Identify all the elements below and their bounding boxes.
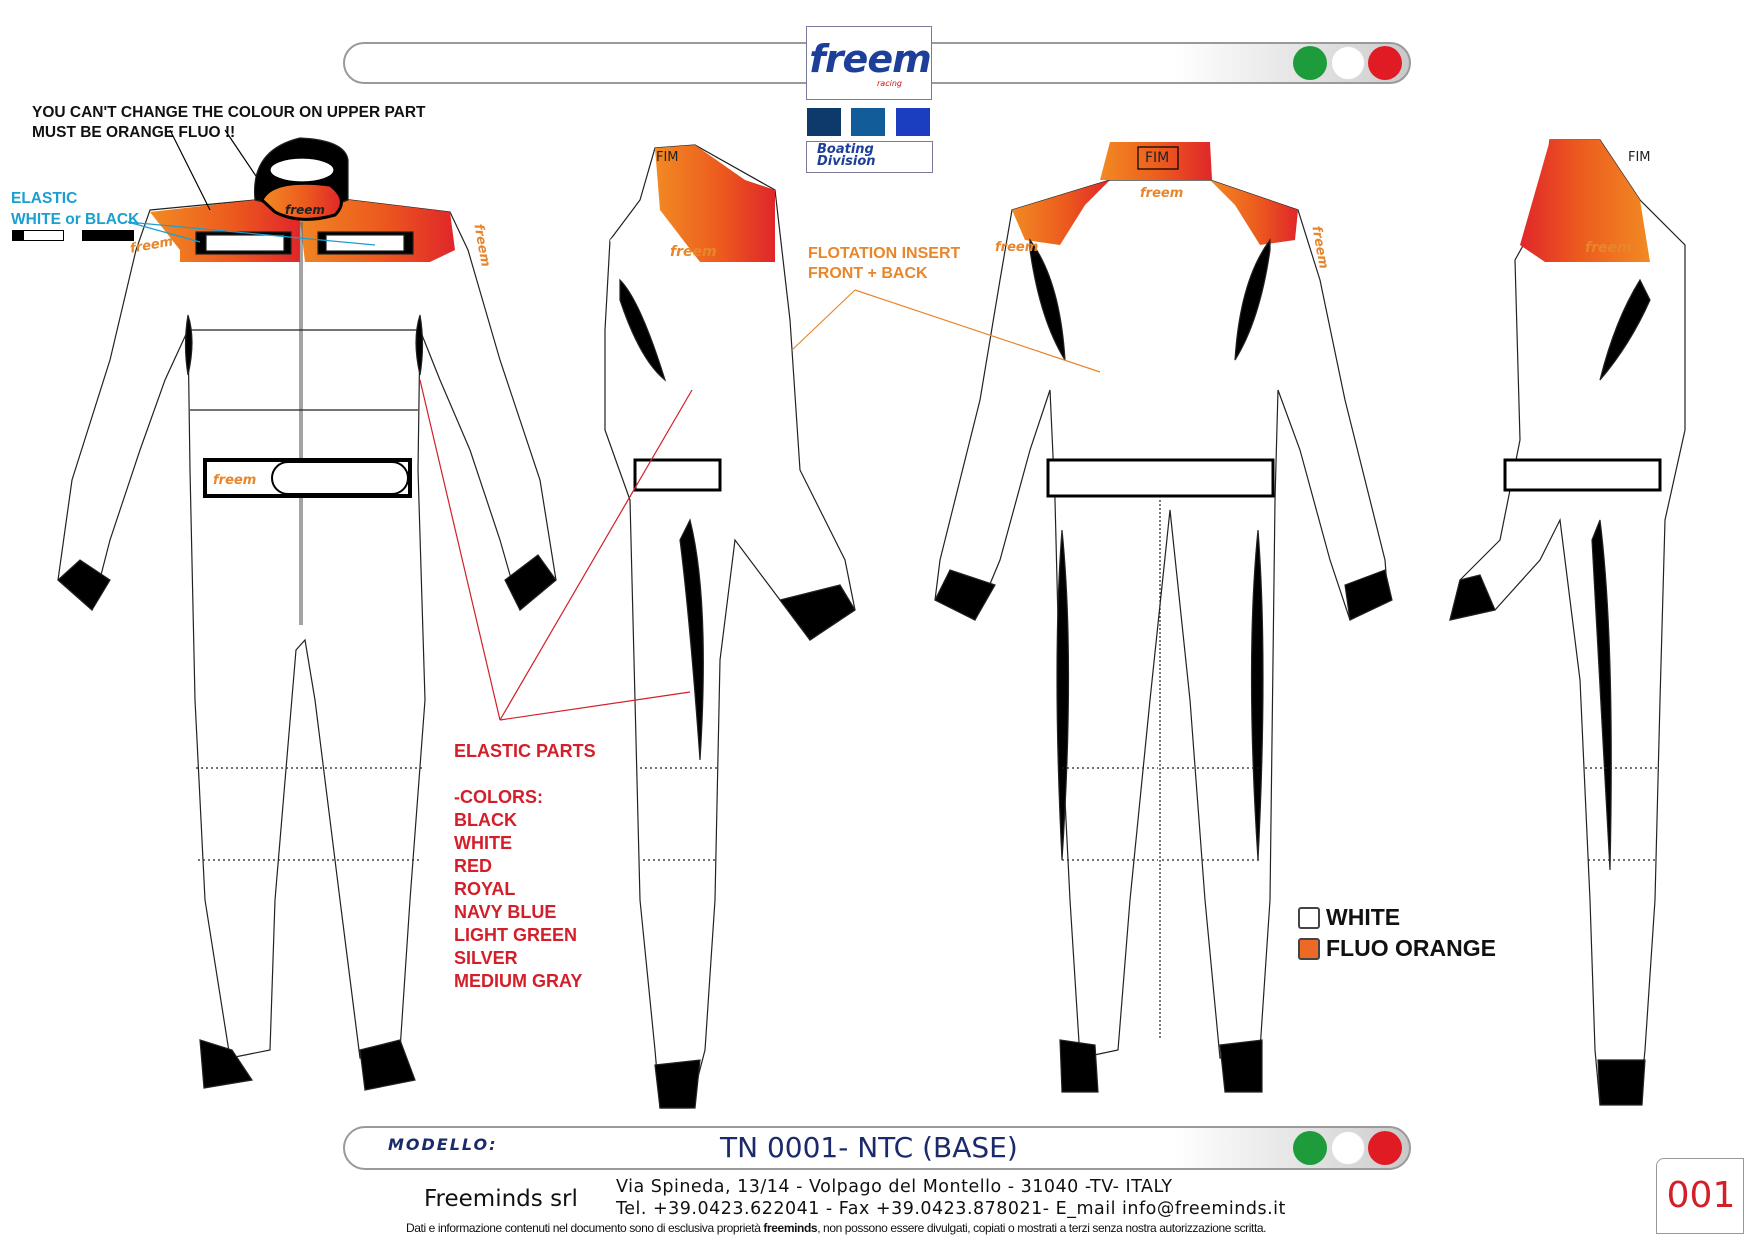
upper-part-note: YOU CAN'T CHANGE THE COLOUR ON UPPER PAR…	[32, 103, 426, 143]
side-sleeve-logo-left: freem	[670, 244, 717, 260]
belt-logo: freem	[213, 473, 257, 488]
footer-bar	[343, 1126, 1411, 1170]
footer-flag-dot-red	[1368, 1131, 1402, 1165]
brand-logo-subtext: racing	[877, 79, 902, 88]
color-option: WHITE	[454, 833, 512, 853]
contacts-line: Tel. +39.0423.622041 - Fax +39.0423.8780…	[616, 1199, 1286, 1219]
elastic-black-sample	[82, 230, 134, 241]
disclaimer-brand: freeminds	[763, 1221, 818, 1235]
upper-part-note-line-2: MUST BE ORANGE FLUO !!	[32, 124, 236, 141]
company-name: Freeminds srl	[424, 1186, 578, 1212]
elastic-note-line-1: ELASTIC	[11, 190, 78, 207]
flotation-note: FLOTATION INSERT FRONT + BACK	[808, 244, 960, 284]
color-swatch-royal	[896, 108, 930, 136]
color-option: BLACK	[454, 810, 517, 830]
color-swatch-blue	[851, 108, 885, 136]
side-collar-badge-right: FIM	[1628, 150, 1651, 165]
division-line-2: Division	[817, 154, 876, 169]
flag-dot-red	[1368, 46, 1402, 80]
suit-back-view	[791, 142, 1393, 1093]
flotation-note-line-2: FRONT + BACK	[808, 265, 928, 282]
brand-logo-text: freem	[809, 37, 931, 81]
color-legend: WHITE FLUO ORANGE	[1298, 902, 1496, 964]
page-number-box: 001	[1656, 1158, 1744, 1234]
suit-side-view-right	[1449, 139, 1686, 1106]
chest-logo: freem	[285, 203, 325, 217]
upper-part-note-line-1: YOU CAN'T CHANGE THE COLOUR ON UPPER PAR…	[32, 104, 426, 121]
footer-flag-dot-white	[1331, 1131, 1365, 1165]
modello-label: MODELLO:	[388, 1135, 498, 1154]
color-option: RED	[454, 856, 493, 876]
flag-dot-white	[1331, 46, 1365, 80]
back-neck-logo: freem	[1140, 186, 1184, 201]
color-option: SILVER	[454, 948, 518, 968]
suit-side-view-left	[419, 144, 856, 1109]
back-collar-badge: FIM	[1145, 150, 1170, 166]
flag-dot-green	[1293, 46, 1327, 80]
side-collar-badge: FIM	[656, 150, 679, 165]
page-number: 001	[1666, 1175, 1736, 1216]
elastic-parts-note: ELASTIC PARTS -COLORS: BLACK WHITE RED R…	[454, 740, 596, 993]
back-sleeve-logo-left: freem	[995, 240, 1039, 255]
suit-front-view	[57, 129, 557, 1091]
legend-swatch-orange	[1298, 937, 1320, 960]
color-option: ROYAL	[454, 879, 516, 899]
disclaimer-pre: Dati e informazione contenuti nel docume…	[406, 1221, 764, 1235]
color-option: LIGHT GREEN	[454, 925, 578, 945]
elastic-note-line-2: WHITE or BLACK	[11, 211, 140, 228]
elastic-note: ELASTIC WHITE or BLACK	[11, 188, 139, 230]
disclaimer-post: , non possono essere divulgati, copiati …	[817, 1221, 1267, 1235]
flotation-note-line-1: FLOTATION INSERT	[808, 245, 961, 262]
division-line-1: Boating	[817, 142, 874, 157]
color-swatch-navy	[807, 108, 841, 136]
legend-swatch-white	[1298, 906, 1320, 929]
address-line: Via Spineda, 13/14 - Volpago del Montell…	[616, 1177, 1173, 1197]
model-title: TN 0001- NTC (BASE)	[720, 1131, 1018, 1164]
elastic-parts-title: ELASTIC PARTS	[454, 741, 596, 761]
brand-logo: freem racing	[806, 26, 932, 100]
legend-label-orange: FLUO ORANGE	[1326, 935, 1496, 961]
company-address: Via Spineda, 13/14 - Volpago del Montell…	[616, 1176, 1286, 1220]
legend-row-white: WHITE	[1298, 902, 1496, 933]
boating-division-badge: Boating Division	[806, 141, 933, 173]
footer-flag-dot-green	[1293, 1131, 1327, 1165]
side-sleeve-logo-right: freem	[1585, 240, 1632, 256]
disclaimer: Dati e informazione contenuti nel docume…	[406, 1221, 1267, 1235]
legend-row-orange: FLUO ORANGE	[1298, 933, 1496, 964]
color-option: MEDIUM GRAY	[454, 971, 583, 991]
colors-title: -COLORS:	[454, 787, 543, 807]
legend-label-white: WHITE	[1326, 904, 1401, 930]
color-option: NAVY BLUE	[454, 902, 557, 922]
elastic-white-sample	[12, 230, 64, 241]
